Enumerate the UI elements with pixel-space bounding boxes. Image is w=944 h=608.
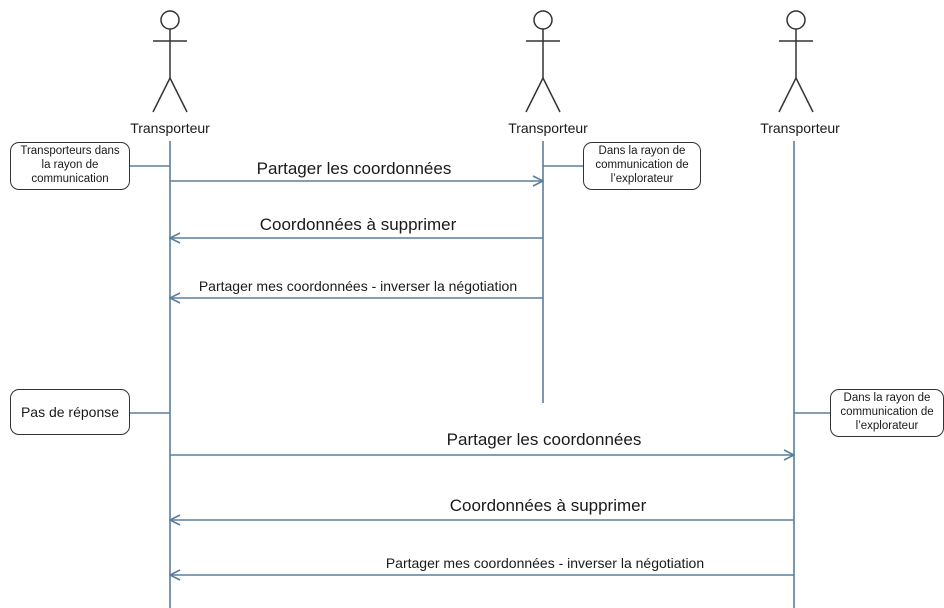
- message-4-label: Partager les coordonnées: [447, 430, 642, 449]
- message-4: Partager les coordonnées: [170, 430, 794, 455]
- stick-figure-icon: [152, 10, 188, 113]
- message-1: Partager les coordonnées: [170, 159, 543, 181]
- message-6-label: Partager mes coordonnées - inverser la n…: [386, 555, 704, 571]
- actor-1-label: Transporteur: [130, 120, 210, 136]
- message-1-label: Partager les coordonnées: [257, 159, 452, 178]
- actor-2: Transporteur: [508, 10, 588, 403]
- note-transporteurs-in-range: Transporteurs dans la rayon de communica…: [10, 142, 130, 190]
- message-3: Partager mes coordonnées - inverser la n…: [170, 278, 543, 298]
- actor-1: Transporteur: [130, 10, 210, 608]
- message-2: Coordonnées à supprimer: [170, 215, 543, 238]
- stick-figure-icon: [778, 10, 814, 113]
- note-in-explorer-range: Dans la rayon de communication de l’expl…: [583, 142, 701, 190]
- note-no-response: Pas de réponse: [10, 389, 130, 435]
- message-6: Partager mes coordonnées - inverser la n…: [170, 555, 794, 575]
- message-2-label: Coordonnées à supprimer: [260, 215, 457, 234]
- actor-2-label: Transporteur: [508, 120, 588, 136]
- stick-figure-icon: [525, 10, 561, 113]
- actor-3-label: Transporteur: [760, 120, 840, 136]
- message-5: Coordonnées à supprimer: [170, 496, 794, 520]
- message-5-label: Coordonnées à supprimer: [450, 496, 647, 515]
- message-3-label: Partager mes coordonnées - inverser la n…: [199, 278, 517, 294]
- note-in-explorer-range-2: Dans la rayon de communication de l’expl…: [830, 389, 944, 437]
- actor-3: Transporteur: [760, 10, 840, 608]
